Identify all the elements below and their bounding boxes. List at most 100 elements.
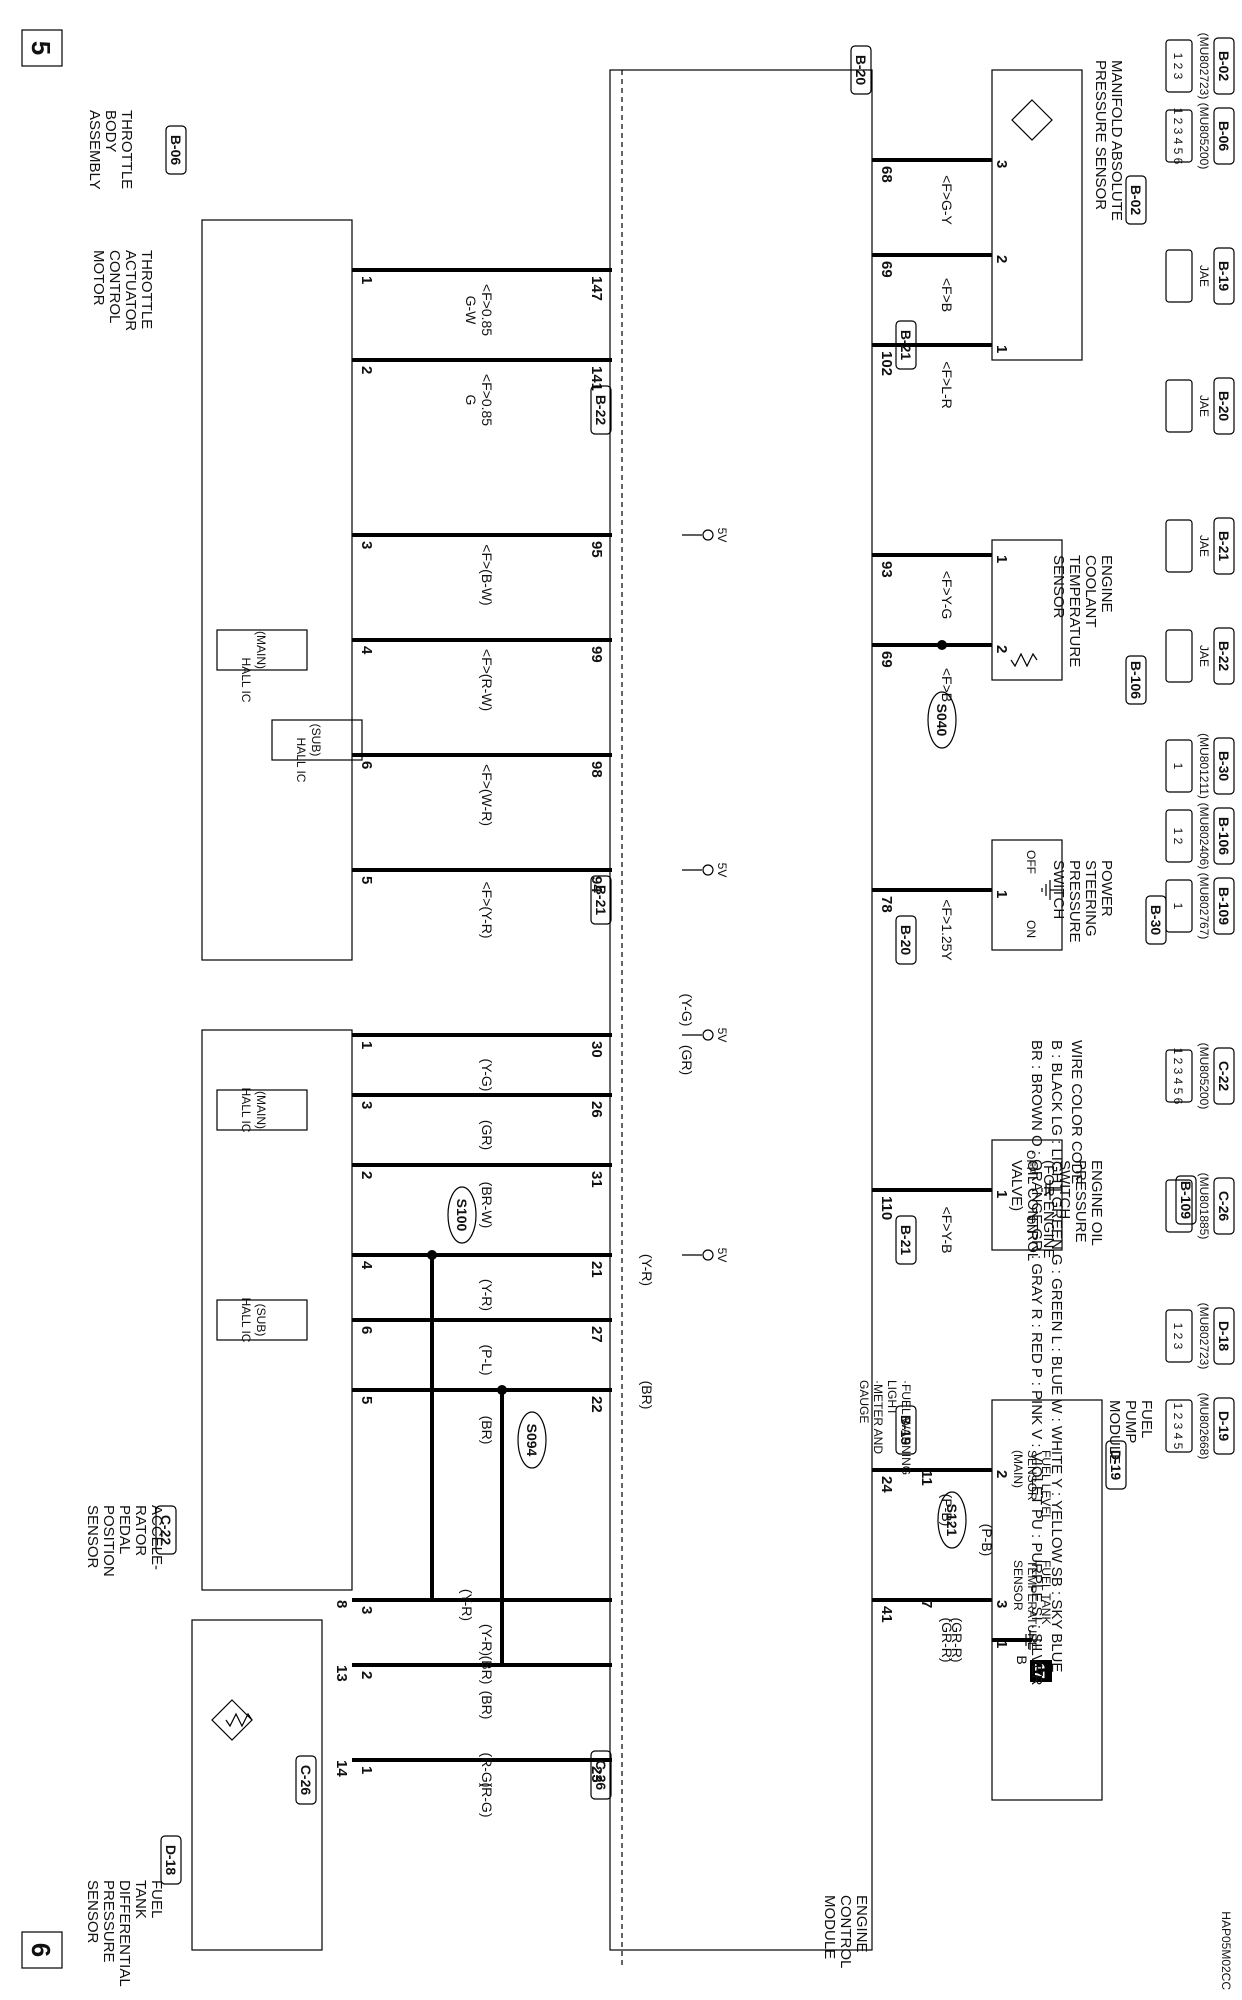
connector-view-part: (MU802767)	[1197, 873, 1211, 940]
connector-tag-box	[590, 385, 612, 435]
map-sensor-title: PRESSURE SENSOR	[1092, 60, 1109, 210]
connector-view-pins: 1 2 3	[1171, 53, 1185, 80]
device-pin-number: 2	[993, 1470, 1010, 1478]
fuel-pump-title: MODULE	[1106, 1400, 1123, 1464]
apps-title: PEDAL	[116, 1505, 133, 1554]
ps-switch-title: POWER	[1098, 860, 1115, 917]
wire-color-label: (Y-G)	[479, 1059, 495, 1092]
inline-pin-number: 7	[918, 1600, 935, 1608]
fuel-diff-title: DIFFERENTIAL	[116, 1880, 133, 1987]
hall-ic-sub-box	[271, 719, 363, 761]
fuel-diff-title: TANK	[132, 1880, 149, 1919]
ground-ref-box	[1030, 1660, 1052, 1682]
ecm-pin-number: 69	[878, 651, 895, 668]
apps-hall-sub-label: (SUB)	[254, 1304, 268, 1337]
five-volt-terminal	[702, 1029, 714, 1041]
connector-view-id: B-06	[1216, 121, 1232, 152]
device-pin-number: 2	[993, 255, 1010, 263]
device-pin-number: 1	[993, 1190, 1010, 1198]
connector-tag-box	[155, 1505, 177, 1555]
ecm-connector-b20: B-20	[898, 925, 914, 956]
connector-tag-box	[1105, 1440, 1127, 1490]
fuel-diff-connector: D-18	[163, 1845, 179, 1876]
fuel-pump-title: PUMP	[1122, 1400, 1139, 1443]
apps-title: RATOR	[132, 1505, 149, 1556]
five-volt-terminal	[702, 864, 714, 876]
fuel-temp-label: FUEL TANK	[1039, 1560, 1053, 1624]
ecm-pin-number: 93	[878, 561, 895, 578]
connector-view-id: B-21	[1216, 531, 1232, 562]
wire-color-label: <F>1.25Y	[939, 899, 955, 961]
inline-pin-number: 11	[918, 1470, 935, 1486]
device-pin-number: 3	[358, 541, 375, 549]
device-pin-number: 1	[993, 345, 1010, 353]
connector-view-id: C-26	[1216, 1191, 1232, 1222]
connector-tag-box	[895, 320, 917, 370]
device-pin-number: 6	[358, 761, 375, 769]
fuel-diff-title: SENSOR	[84, 1880, 101, 1944]
connector-view-tag	[1213, 517, 1235, 575]
switch-on-label: ON	[1024, 920, 1038, 938]
ps-switch-title: STEERING	[1082, 860, 1099, 937]
ecm-connector-b21: B-21	[898, 330, 914, 361]
oil-switch-box	[991, 1139, 1063, 1251]
connector-tag-box	[160, 1835, 182, 1885]
connector-view-part: (MU802668)	[1197, 1393, 1211, 1460]
hall-ic-sub-label: (SUB)	[309, 724, 323, 757]
connector-view-tag	[1213, 877, 1235, 935]
ecm-connector-b22: B-22	[593, 395, 609, 426]
wire-color-label: <F>0.85G-W	[463, 284, 495, 336]
apps-title: SENSOR	[84, 1505, 101, 1569]
device-pin-number: 5	[358, 1396, 375, 1404]
fuel-diff-box	[191, 1619, 323, 1951]
wire-color-label: (Y-R)	[479, 1624, 495, 1656]
legend-row: BR : BROWN O : ORANGE GR : GRAY R : RED …	[1028, 1040, 1045, 1686]
device-pin-number: 2	[358, 366, 375, 374]
fuel-diff-title: FUEL	[148, 1880, 165, 1918]
connector-face	[1165, 809, 1193, 863]
connector-tag-box	[1125, 655, 1147, 705]
legend-row: B : BLACK LG : LIGHT GREEN G : GREEN L :…	[1048, 1040, 1065, 1672]
ecm-connector-c26: C-26	[593, 1760, 609, 1791]
splice-label: S040	[934, 704, 950, 737]
connector-face	[1165, 739, 1193, 793]
ect-sensor-title: COOLANT	[1082, 555, 1099, 628]
connector-view-tag	[1213, 807, 1235, 865]
connector-tag-box	[895, 1405, 917, 1455]
five-volt-terminal	[702, 1249, 714, 1261]
inline-pin-number: 14	[333, 1760, 350, 1777]
connector-view-part: (MU802406)	[1197, 803, 1211, 870]
ps-switch-box	[991, 839, 1063, 951]
connector-view-id: B-30	[1216, 751, 1232, 782]
wire-color-label: (Y-R)	[459, 1589, 475, 1621]
fuel-level-label: FUEL LEVEL	[1039, 1450, 1053, 1521]
oil-switch-title: OIL CONTROL	[1024, 1160, 1041, 1261]
connector-view-id: B-02	[1216, 51, 1232, 82]
ecm-title: MODULE	[821, 1895, 838, 1959]
ecm-pin-number: 78	[878, 896, 895, 913]
legend-title: WIRE COLOR CODE	[1068, 1040, 1085, 1184]
connector-view-pins: 1 2	[1171, 828, 1185, 845]
connector-tag-box	[1175, 1175, 1197, 1225]
ecm-pin-number: 23	[588, 1766, 605, 1783]
connector-view-id: D-19	[1216, 1411, 1232, 1442]
switch-off-label: OFF	[1024, 850, 1038, 874]
connector-view-tag	[1213, 1177, 1235, 1235]
oil-switch-title: (FOR ENGINE	[1040, 1160, 1057, 1258]
splice-label: S100	[454, 1199, 470, 1232]
ecm-pin-number: 147	[588, 276, 605, 301]
ecm-pin-number: 95	[588, 541, 605, 558]
wire-color-label: (GR)	[479, 1120, 495, 1150]
wire-color-label: (BR)	[639, 1381, 655, 1410]
wire-color-label: <F>(Y-R)	[479, 881, 495, 938]
fuel-pump-title: FUEL	[1138, 1400, 1155, 1438]
ecm-pin-number: 98	[588, 761, 605, 778]
device-pin-number: 4	[358, 646, 375, 655]
connector-view-tag	[1213, 737, 1235, 795]
wire-color-label: (P-B)	[979, 1524, 995, 1557]
apps-hall-ic-text: HALL IC	[239, 1298, 253, 1343]
five-volt-label: 5V	[715, 863, 729, 878]
ect-sensor-title: SENSOR	[1050, 555, 1067, 619]
apps-hall-main-label: (MAIN)	[254, 1091, 268, 1129]
connector-face	[1165, 39, 1193, 93]
